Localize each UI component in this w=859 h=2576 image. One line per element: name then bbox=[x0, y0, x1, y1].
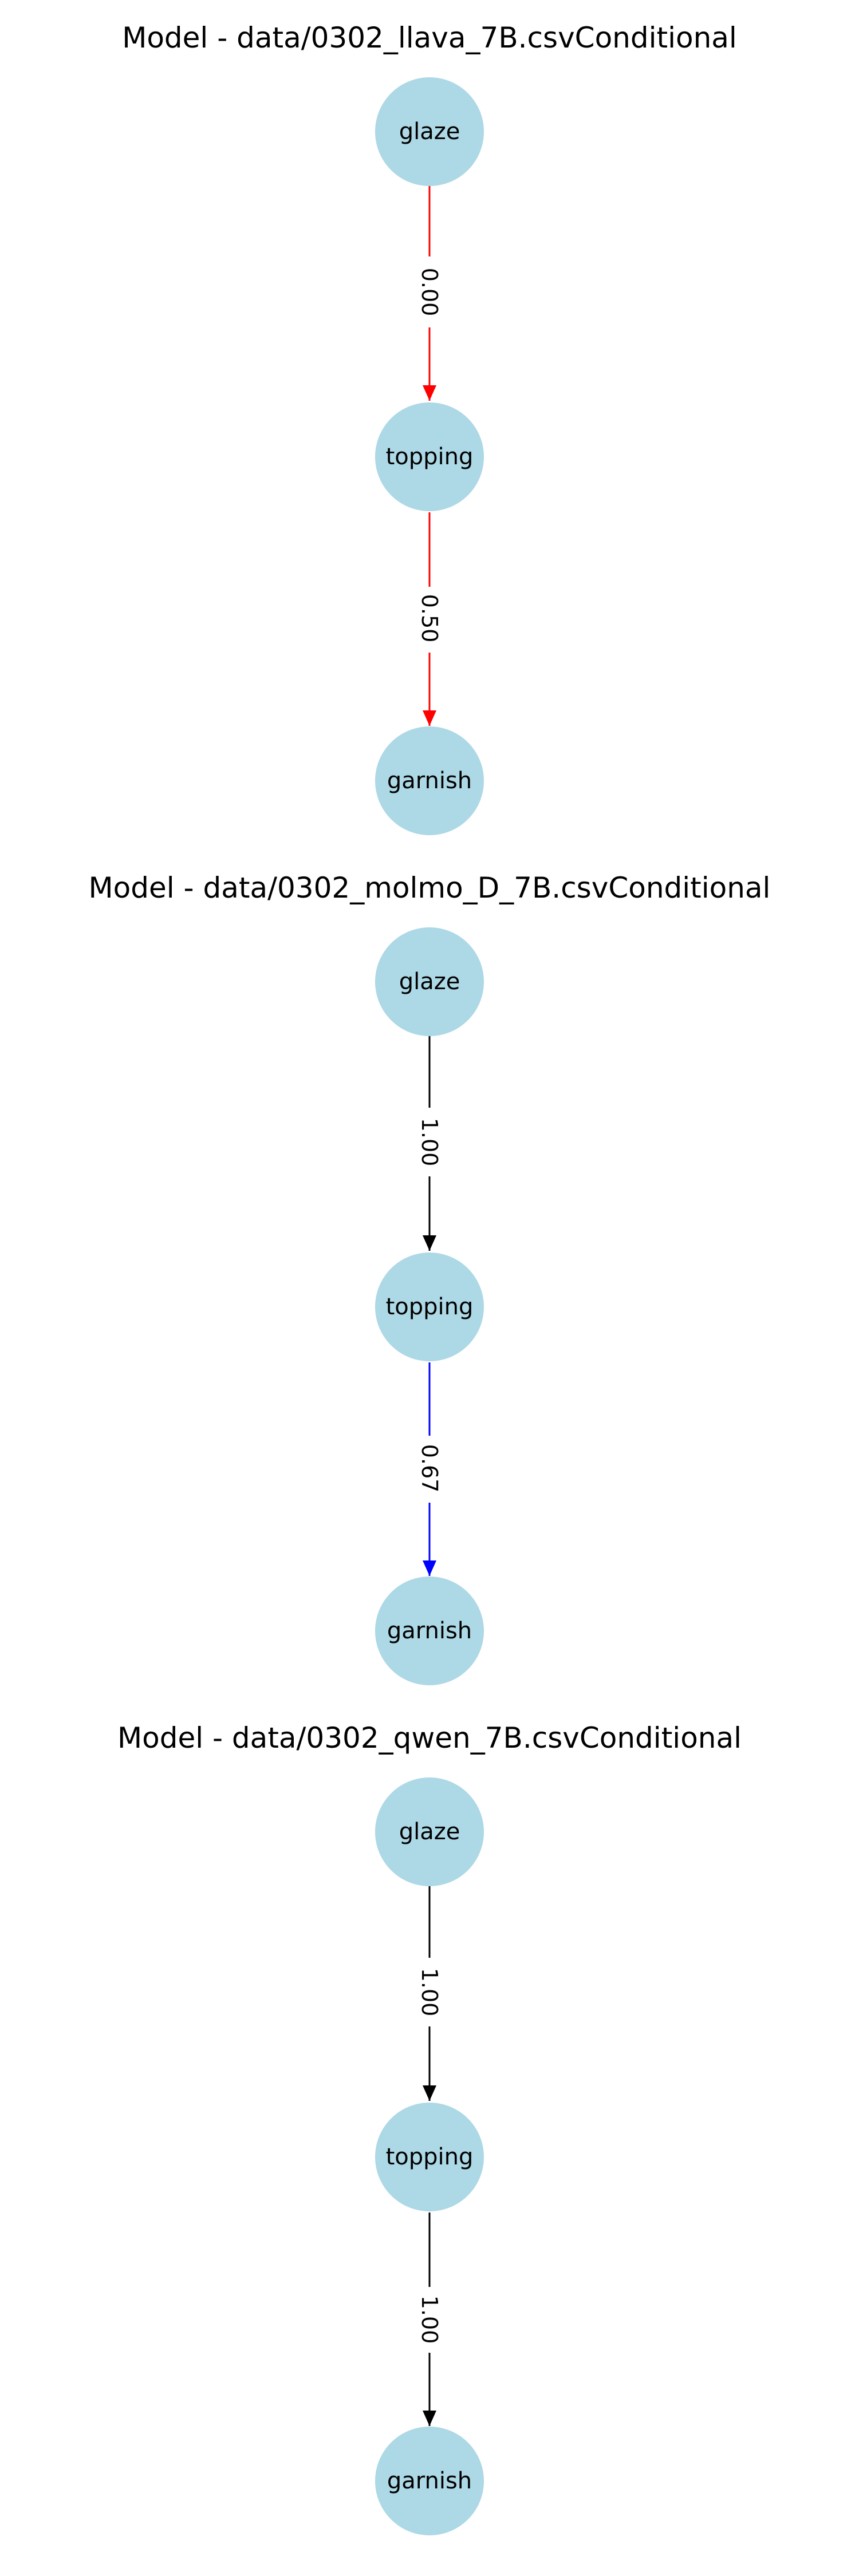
panel-title: Model - data/0302_llava_7B.csvConditiona… bbox=[122, 21, 737, 54]
edge-label: 0.50 bbox=[417, 594, 442, 643]
node-circle bbox=[375, 77, 484, 186]
edge-label: 0.67 bbox=[417, 1444, 442, 1493]
node-circle bbox=[375, 1253, 484, 1361]
node-topping: topping bbox=[375, 1253, 484, 1361]
node-label: topping bbox=[386, 2144, 474, 2170]
panel-qwen: Model - data/0302_qwen_7B.csvConditional… bbox=[117, 1721, 742, 2535]
edge-topping-garnish: 0.50 bbox=[417, 512, 442, 726]
node-label: garnish bbox=[387, 2468, 472, 2494]
node-topping: topping bbox=[375, 2103, 484, 2211]
node-circle bbox=[375, 2427, 484, 2535]
edge-topping-garnish: 0.67 bbox=[417, 1362, 442, 1576]
node-label: glaze bbox=[399, 969, 460, 995]
edge-label: 0.00 bbox=[417, 268, 442, 317]
panel-title: Model - data/0302_qwen_7B.csvConditional bbox=[117, 1721, 742, 1755]
edge-glaze-topping: 1.00 bbox=[417, 1886, 442, 2101]
edge-label: 1.00 bbox=[417, 1968, 442, 2017]
node-topping: topping bbox=[375, 402, 484, 511]
node-glaze: glaze bbox=[375, 77, 484, 186]
node-garnish: garnish bbox=[375, 2427, 484, 2535]
edge-glaze-topping: 0.00 bbox=[417, 186, 442, 401]
node-label: glaze bbox=[399, 1819, 460, 1845]
node-garnish: garnish bbox=[375, 726, 484, 835]
node-label: garnish bbox=[387, 1618, 472, 1644]
node-circle bbox=[375, 927, 484, 1036]
node-glaze: glaze bbox=[375, 927, 484, 1036]
node-circle bbox=[375, 1777, 484, 1886]
node-label: topping bbox=[386, 1294, 474, 1320]
node-circle bbox=[375, 402, 484, 511]
node-label: topping bbox=[386, 444, 474, 470]
panel-llava: Model - data/0302_llava_7B.csvConditiona… bbox=[122, 21, 737, 835]
node-circle bbox=[375, 726, 484, 835]
panel-molmo: Model - data/0302_molmo_D_7B.csvConditio… bbox=[89, 871, 771, 1685]
node-label: glaze bbox=[399, 118, 460, 145]
edge-glaze-topping: 1.00 bbox=[417, 1036, 442, 1251]
edge-topping-garnish: 1.00 bbox=[417, 2212, 442, 2426]
node-garnish: garnish bbox=[375, 1577, 484, 1685]
node-circle bbox=[375, 1577, 484, 1685]
panel-title: Model - data/0302_molmo_D_7B.csvConditio… bbox=[89, 871, 771, 904]
node-glaze: glaze bbox=[375, 1777, 484, 1886]
node-label: garnish bbox=[387, 768, 472, 794]
edge-label: 1.00 bbox=[417, 2296, 442, 2344]
node-circle bbox=[375, 2103, 484, 2211]
edge-label: 1.00 bbox=[417, 1118, 442, 1167]
